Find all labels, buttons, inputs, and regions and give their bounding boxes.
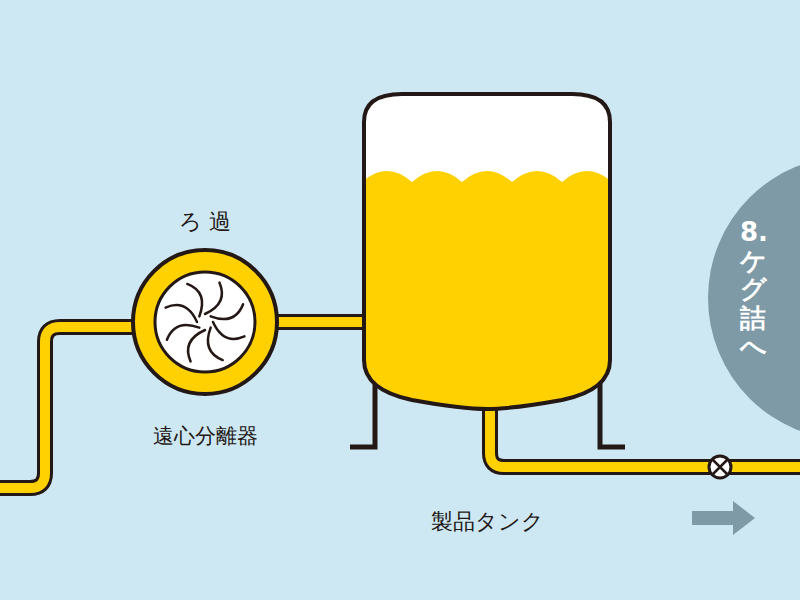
- tank-node: 製品タンク: [362, 92, 612, 412]
- tank-label: 製品タンク: [362, 507, 612, 537]
- next-step-node: 8.ケグ詰へ: [708, 156, 800, 440]
- beer-liquid: [362, 171, 612, 412]
- centrifuge-blade: [187, 284, 202, 316]
- process-heading: ろ 過: [130, 207, 280, 237]
- flow-arrow: [692, 501, 755, 535]
- centrifuge-blade: [166, 305, 197, 322]
- next-step-label: 8.ケグ詰へ: [740, 218, 766, 361]
- centrifuge-bowl: [155, 272, 255, 372]
- centrifuge-blade: [167, 325, 199, 340]
- inlet-pipe-outline: [0, 327, 140, 488]
- valve-symbol: [709, 456, 731, 478]
- centrifuge-ring: [133, 250, 277, 394]
- pipe-fill: [490, 404, 800, 467]
- centrifuge-shape: [130, 247, 280, 397]
- tank-outline: [364, 94, 610, 409]
- pipe-outline: [277, 314, 365, 330]
- pipe-connector: [277, 322, 365, 323]
- centrifuge-blade: [188, 330, 205, 361]
- next-step-circle: [708, 156, 800, 440]
- centrifuge-blade: [211, 304, 243, 319]
- centrifuge-blade: [205, 283, 222, 314]
- pipe-outline: [490, 404, 800, 467]
- tank-shape: [362, 92, 612, 412]
- centrifuge-blade: [208, 328, 223, 360]
- equipment-name: 遠心分離器: [110, 422, 300, 450]
- centrifuge-node: ろ 過遠心分離器: [130, 247, 280, 397]
- centrifuge-blade: [213, 322, 244, 339]
- pipe-fill: [277, 317, 365, 327]
- inlet-pipe: [0, 327, 140, 488]
- pipe-connector: [490, 404, 800, 467]
